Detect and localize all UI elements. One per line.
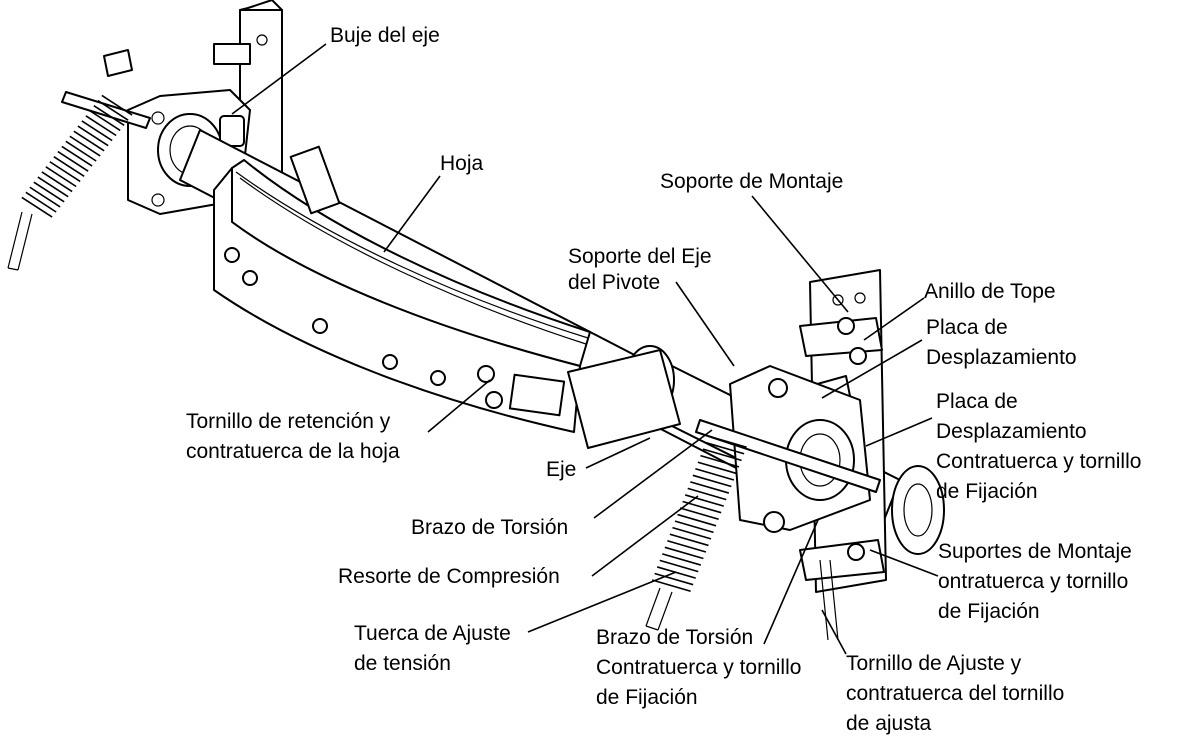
label-soporte-montaje: Soporte de Montaje (660, 170, 843, 193)
callout-labels: Buje del eje Hoja Soporte de Montaje Sop… (186, 24, 1147, 735)
right-spring-assembly (645, 419, 881, 641)
label-suportes-montaje: Suportes de Montaje ontratuerca y tornil… (938, 540, 1138, 623)
label-resorte-compresion: Resorte de Compresión (338, 565, 560, 588)
label-hoja: Hoja (440, 152, 484, 175)
label-placa-desplazamiento: Placa de Desplazamiento (926, 316, 1077, 369)
blade (213, 145, 681, 449)
label-tuerca-ajuste: Tuerca de Ajuste de tensión (354, 622, 517, 675)
label-eje: Eje (546, 458, 576, 481)
label-soporte-eje-pivote: Soporte del Eje del Pivote (568, 245, 717, 294)
leader-lines (231, 43, 939, 655)
label-tornillo-retencion: Tornillo de retención y contratuerca de … (186, 410, 400, 463)
label-placa-desplazamiento-contratuerca: Placa de Desplazamiento Contratuerca y t… (936, 390, 1147, 503)
label-anillo-tope: Anillo de Tope (924, 280, 1056, 303)
label-brazo-torsion: Brazo de Torsión (411, 516, 568, 539)
left-spring-assembly (7, 49, 151, 271)
label-brazo-torsion-contratuerca: Brazo de Torsión Contratuerca y tornillo… (596, 626, 807, 709)
label-tornillo-ajuste: Tornillo de Ajuste y contratuerca del to… (846, 652, 1070, 735)
label-buje-eje: Buje del eje (330, 24, 440, 47)
